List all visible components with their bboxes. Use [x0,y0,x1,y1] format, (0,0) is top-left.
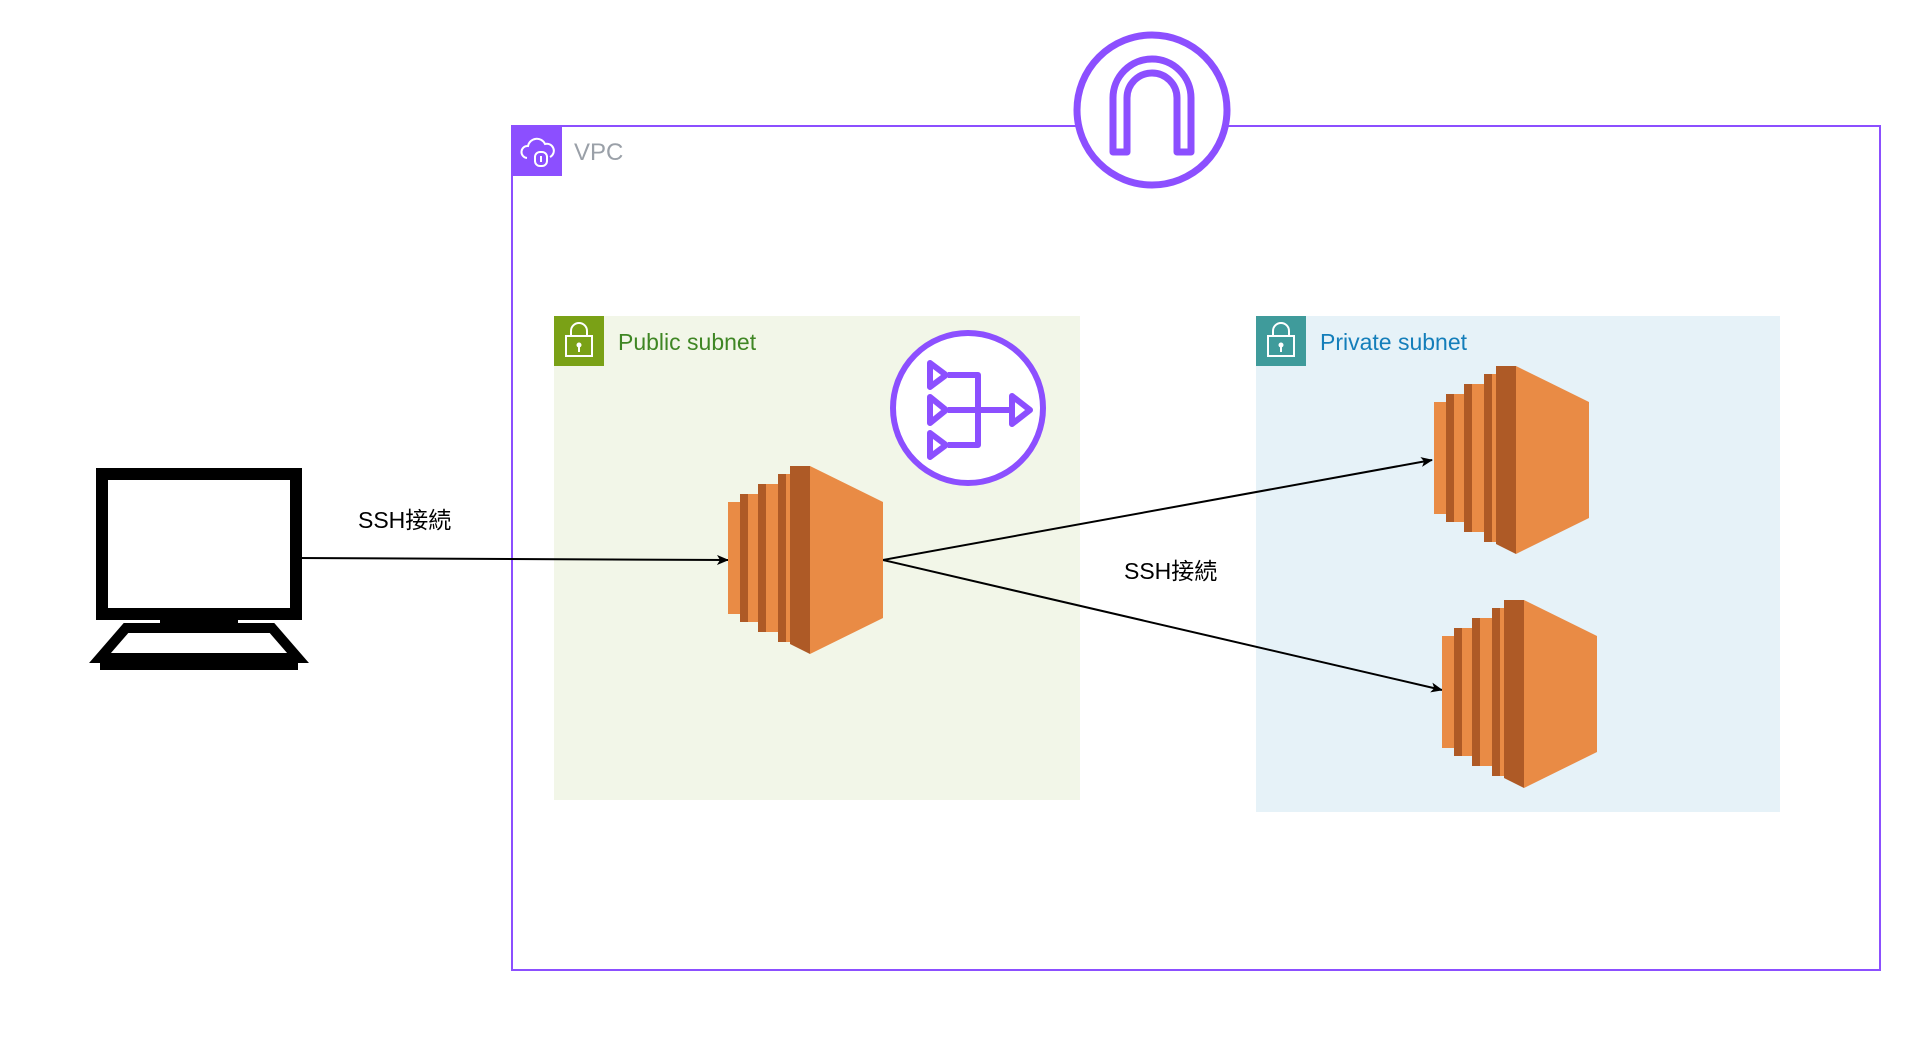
vpc-label: VPC [574,139,623,166]
ssh-connection-line-3[interactable] [882,559,1443,693]
nat-gateway-icon[interactable] [890,330,1046,486]
vpc-icon [512,126,562,176]
public-subnet-label: Public subnet [618,329,757,355]
ec2-instance-private-2-icon[interactable] [1442,600,1597,788]
private-subnet-lock-icon [1256,316,1306,366]
client-computer-icon[interactable] [89,468,309,670]
internet-gateway-icon[interactable] [1073,31,1231,189]
ec2-instance-bastion-icon[interactable] [728,466,883,654]
public-subnet-lock-icon [554,316,604,366]
ssh-connection-line-1[interactable] [295,554,729,565]
ssh-connection-label-2: SSH接続 [1124,558,1217,584]
ssh-connection-label-1: SSH接続 [358,507,451,533]
ec2-instance-private-1-icon[interactable] [1434,366,1589,554]
ssh-connection-line-2[interactable] [882,457,1433,561]
private-subnet-label: Private subnet [1320,329,1468,355]
